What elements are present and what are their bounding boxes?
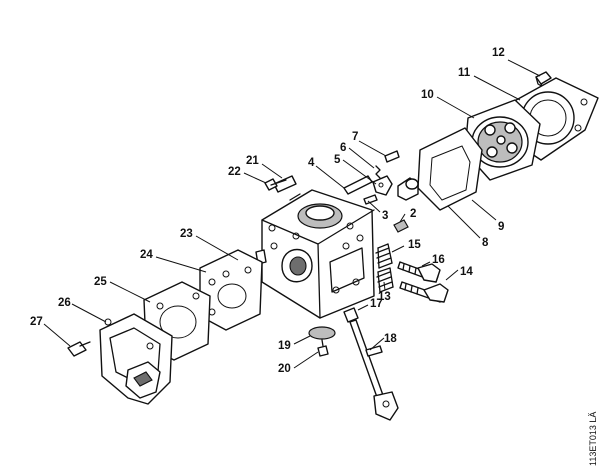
callout-16: 16 (432, 254, 445, 266)
callout-19: 19 (278, 340, 291, 352)
part-26-end-cover (99, 313, 173, 405)
callout-7: 7 (352, 131, 358, 143)
part-21-clip (273, 175, 297, 193)
callout-18: 18 (384, 333, 397, 345)
part-19-washer (308, 326, 336, 340)
callout-22: 22 (228, 166, 241, 178)
part-4-pin (343, 175, 373, 195)
callout-15: 15 (408, 239, 421, 251)
callout-14: 14 (460, 266, 473, 278)
part-22-screw (264, 178, 287, 191)
callout-8: 8 (482, 237, 489, 249)
leader-lines (43, 59, 541, 369)
figure-code: 113ET013 LÄ (588, 412, 598, 466)
callout-12: 12 (492, 47, 505, 59)
part-14-adjusting-screw (399, 281, 449, 303)
part-17-fitting (343, 307, 359, 323)
callout-27: 27 (30, 316, 43, 328)
callout-17: 17 (370, 298, 383, 310)
part-16-adjusting-screw (397, 261, 441, 283)
part-2-plug (393, 219, 409, 233)
part-13-spring (376, 267, 394, 293)
callout-20: 20 (278, 363, 291, 375)
callout-5: 5 (334, 154, 341, 166)
part-9-gasket (417, 127, 483, 211)
part-3-needle (363, 194, 378, 205)
part-5-lever (372, 175, 393, 196)
callout-labels: 12 11 10 9 8 7 6 5 4 3 2 15 16 14 13 17 … (30, 47, 505, 375)
callout-21: 21 (246, 155, 259, 167)
callout-24: 24 (140, 249, 153, 261)
callout-25: 25 (94, 276, 107, 288)
part-20-screw (317, 339, 329, 357)
callout-11: 11 (458, 67, 471, 79)
callout-6: 6 (340, 142, 346, 154)
part-6-spring (375, 165, 381, 179)
part-8-fitting (397, 177, 419, 201)
part-15-spring (375, 243, 393, 269)
part-18-shaft (349, 319, 399, 421)
part-27-screw (67, 341, 91, 357)
callout-10: 10 (421, 89, 434, 101)
callout-23: 23 (180, 228, 193, 240)
callout-26: 26 (58, 297, 71, 309)
callout-3: 3 (382, 210, 388, 222)
callout-2: 2 (410, 208, 416, 220)
callout-13: 13 (378, 291, 391, 303)
part-7-screw (384, 150, 400, 163)
callout-4: 4 (308, 157, 315, 169)
carburetor-body (255, 189, 375, 319)
callout-9: 9 (498, 221, 504, 233)
